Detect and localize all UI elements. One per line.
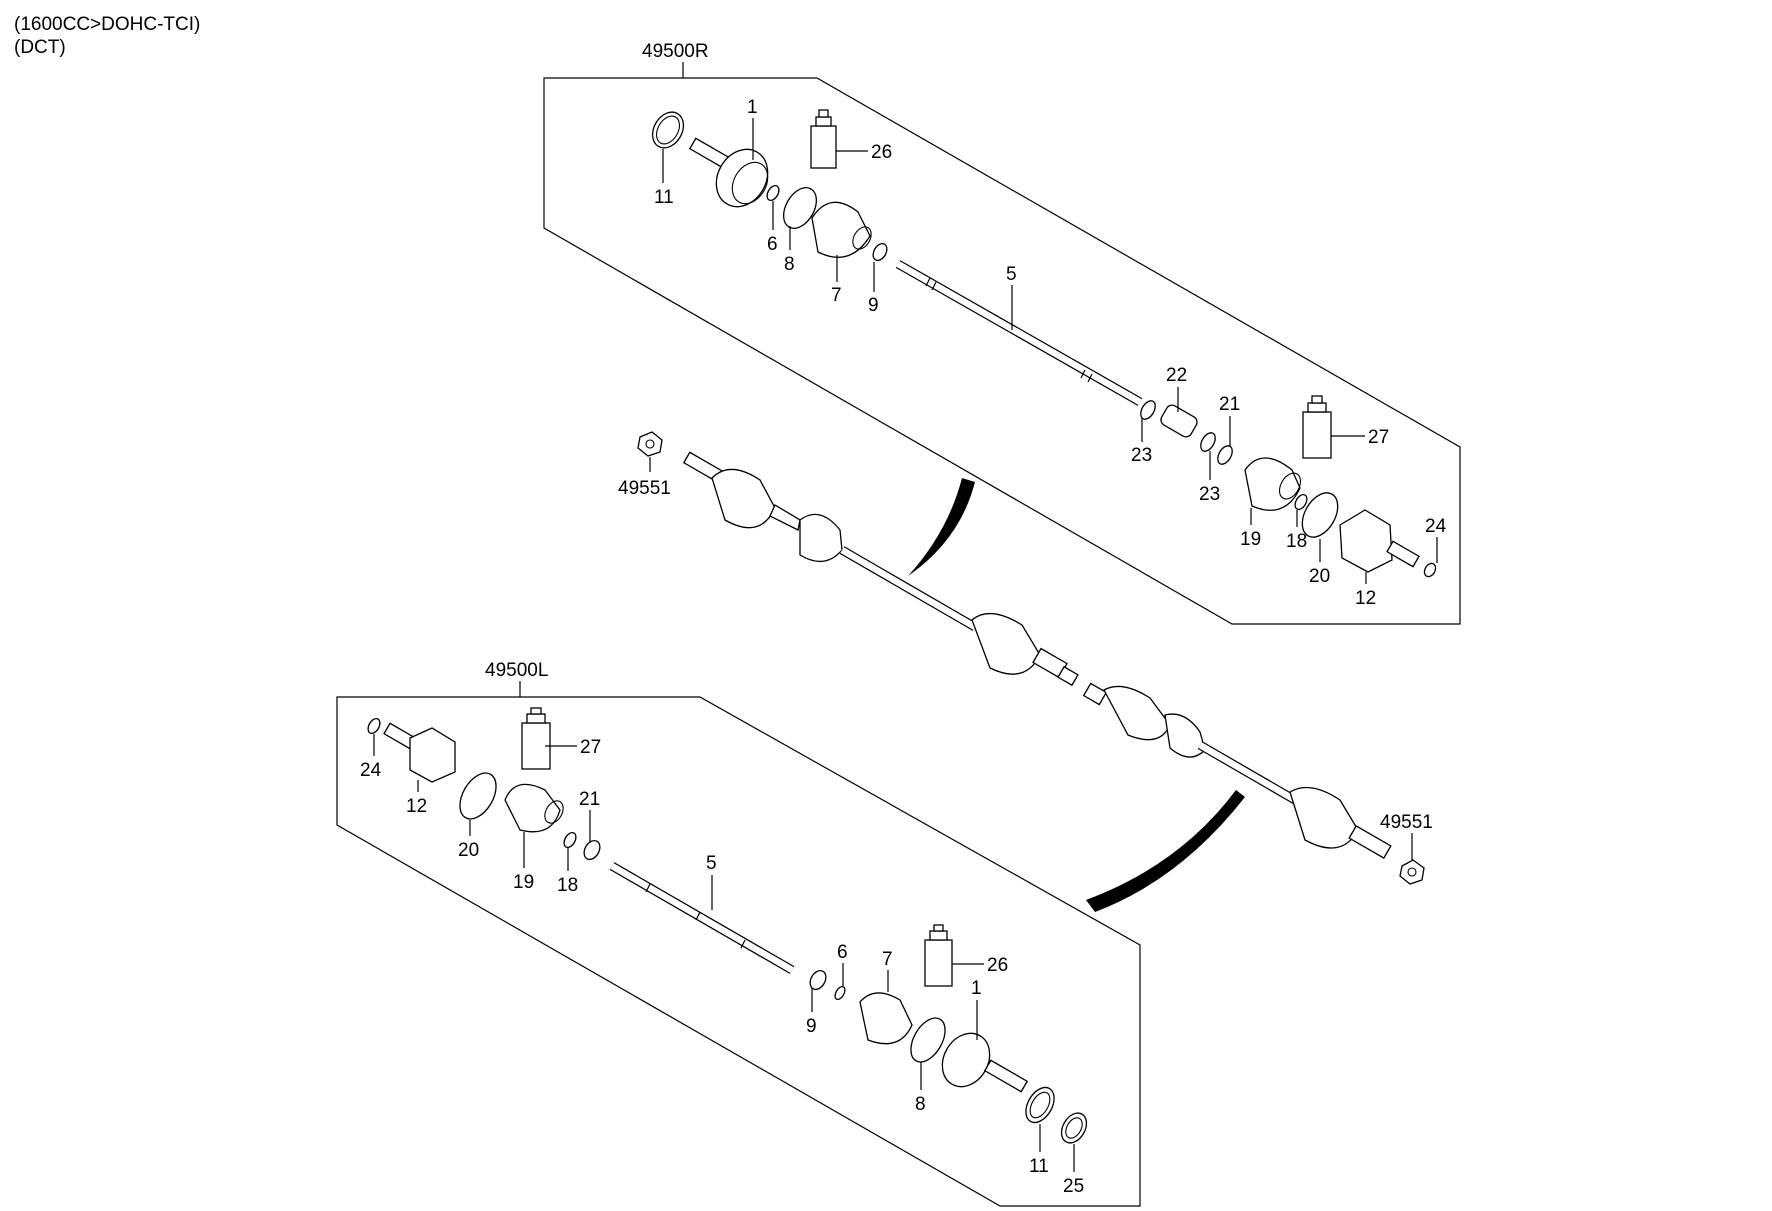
left-panel-callouts: 24 12 20 19 18 21 27 5 9 6 7 8 1 11 25 2… xyxy=(360,734,1084,1197)
callout-r22: 22 xyxy=(1166,365,1187,386)
callout-r23b: 23 xyxy=(1199,484,1220,505)
clamp-8-right xyxy=(782,187,818,229)
callout-r7: 7 xyxy=(831,285,842,306)
ring-24-left xyxy=(367,717,381,735)
boot-19-right xyxy=(1244,457,1302,511)
callout-l11: 11 xyxy=(1029,1156,1049,1177)
ring-9-right xyxy=(872,242,888,262)
ring-25-left xyxy=(1060,1112,1088,1144)
callout-l8: 8 xyxy=(915,1094,926,1115)
callout-l19: 19 xyxy=(513,872,534,893)
callout-r23a: 23 xyxy=(1131,445,1152,466)
callout-nut-top: 49551 xyxy=(618,478,671,499)
damper-22-right xyxy=(1160,404,1198,438)
nut-49551-bottom xyxy=(1399,859,1425,885)
callout-l18: 18 xyxy=(557,875,578,896)
outer-joint-1-left xyxy=(941,1032,1029,1093)
shaft-5-left xyxy=(609,862,795,974)
inner-joint-12-right xyxy=(1339,509,1420,573)
ring-23b-right xyxy=(1200,432,1216,452)
right-panel-callouts: 1 5 6 8 7 9 11 26 22 23 23 21 27 19 18 2… xyxy=(654,97,1447,609)
grease-27-left xyxy=(521,707,551,770)
callout-r6: 6 xyxy=(767,234,778,255)
header-engine: (1600CC>DOHC-TCI) xyxy=(14,14,201,35)
ring-11-right xyxy=(651,111,685,149)
callout-l5: 5 xyxy=(706,853,717,874)
callout-l25: 25 xyxy=(1063,1176,1084,1197)
callout-r12: 12 xyxy=(1355,588,1376,609)
callout-l12: 12 xyxy=(406,796,427,817)
ring-23a-right xyxy=(1140,400,1156,420)
swoosh-lower xyxy=(1086,790,1245,912)
callout-l6: 6 xyxy=(837,942,848,963)
swoosh-upper xyxy=(908,478,975,576)
callout-l20: 20 xyxy=(458,840,479,861)
ring-24-right xyxy=(1423,562,1437,578)
assembly-panel-right: 49500R xyxy=(543,41,1461,625)
nut-49551-top xyxy=(637,431,663,457)
callout-r19: 19 xyxy=(1240,529,1261,550)
left-panel-parts xyxy=(367,707,1088,1144)
header-transmission: (DCT) xyxy=(14,37,66,58)
ring-21-right xyxy=(1217,445,1233,465)
clamp-20-right xyxy=(1301,492,1339,538)
ring-21-left xyxy=(583,840,601,860)
callout-r11: 11 xyxy=(654,187,674,208)
ring-11-left xyxy=(1025,1086,1055,1124)
ring-6-left xyxy=(834,985,846,1001)
callout-l26: 26 xyxy=(987,955,1008,976)
callout-r21: 21 xyxy=(1219,394,1240,415)
ring-9-left xyxy=(809,970,827,990)
outer-joint-1-right xyxy=(688,137,769,208)
boot-7-right xyxy=(811,201,872,258)
clamp-8-left xyxy=(910,1017,946,1063)
callout-nut-bottom: 49551 xyxy=(1380,812,1433,833)
clamp-20-left xyxy=(459,772,497,820)
callout-l1: 1 xyxy=(971,978,982,999)
callout-r26: 26 xyxy=(871,142,892,163)
assembled-shaft: 49551 49551 xyxy=(618,431,1433,912)
grease-27-right xyxy=(1302,395,1332,459)
callout-r8: 8 xyxy=(784,254,795,275)
inner-joint-12-left xyxy=(383,722,456,783)
callout-l9: 9 xyxy=(806,1016,817,1037)
callout-r18: 18 xyxy=(1286,531,1307,552)
callout-r24: 24 xyxy=(1425,516,1447,537)
callout-r1: 1 xyxy=(747,97,758,118)
grease-26-left xyxy=(924,924,953,987)
callout-r9: 9 xyxy=(868,295,879,316)
boot-19-left xyxy=(504,783,564,833)
grease-26-right xyxy=(810,109,837,169)
ring-18-left xyxy=(563,831,577,849)
boot-7-left xyxy=(859,992,913,1045)
shaft-5-right xyxy=(895,260,1143,406)
callout-r27: 27 xyxy=(1368,427,1389,448)
callout-l24: 24 xyxy=(360,760,382,781)
callout-l27: 27 xyxy=(580,737,601,758)
assembly-panel-left: 49500L xyxy=(336,660,1141,1207)
callout-l7: 7 xyxy=(882,949,893,970)
callout-r5: 5 xyxy=(1006,264,1017,285)
right-panel-parts xyxy=(651,109,1437,578)
ring-18-right xyxy=(1294,493,1308,511)
callout-l21: 21 xyxy=(579,789,600,810)
ring-6-right xyxy=(766,184,780,202)
assembly-label-right: 49500R xyxy=(642,41,709,62)
callout-r20: 20 xyxy=(1309,566,1330,587)
assembly-label-left: 49500L xyxy=(485,660,548,681)
